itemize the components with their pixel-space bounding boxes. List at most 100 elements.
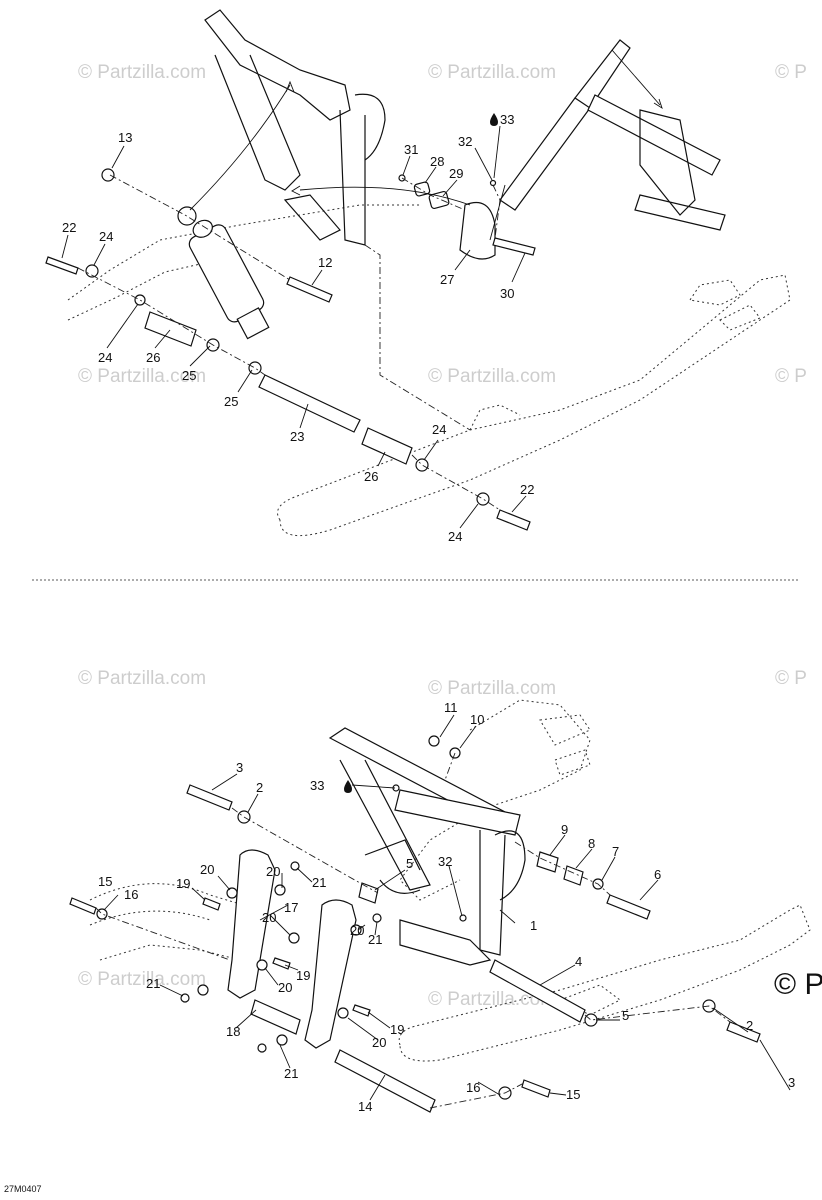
callout-labels: 13 22 24 12 24 26 25 25 23 26 24 22 24 3… [62, 112, 795, 1114]
washer-24d [476, 492, 490, 506]
bushing-5-top [358, 882, 379, 904]
arrow-head [285, 80, 295, 93]
bolt-22-bottom [496, 509, 531, 531]
nut-13 [101, 168, 115, 182]
callout-32: 32 [438, 854, 452, 869]
assembly-arrow [489, 184, 506, 241]
bushing-8 [563, 865, 584, 886]
callout-16: 16 [124, 887, 138, 902]
assembly-line [411, 454, 501, 511]
callout-13: 13 [118, 130, 132, 145]
washer-24a [85, 264, 99, 278]
watermark-partial: © P [775, 668, 807, 689]
washer-24c [415, 458, 429, 472]
shock-absorber [188, 219, 270, 340]
front-arm-brace [364, 839, 421, 894]
upper-arm-brace [283, 194, 341, 241]
axle-4 [489, 959, 586, 1023]
arrow-head [291, 185, 301, 196]
upper-arm-bracket [354, 93, 386, 161]
callout-2: 2 [746, 1018, 753, 1033]
axle-23 [258, 374, 361, 433]
callout-3: 3 [788, 1075, 795, 1090]
watermark: © Partzilla.com [428, 62, 556, 83]
watermark-partial: © P [775, 62, 807, 83]
watermark: © Partzilla.com [78, 969, 206, 990]
callout-22: 22 [62, 220, 76, 235]
assembly-line [364, 244, 471, 431]
front-arm-loop [494, 830, 526, 901]
callout-25: 25 [224, 394, 238, 409]
callout-27: 27 [440, 272, 454, 287]
bolt-19 [202, 897, 221, 911]
stopper-block [459, 201, 496, 260]
callout-7: 7 [612, 844, 619, 859]
watermark-partial-large: © P [774, 968, 822, 1001]
rail-windows [689, 279, 761, 331]
callout-26: 26 [364, 469, 378, 484]
upper-tube-right-end [574, 39, 631, 109]
watermark: © Partzilla.com [428, 678, 556, 699]
callout-21: 21 [146, 976, 160, 991]
rail-upper-windows [539, 714, 591, 776]
front-arm-base-bracket [399, 919, 492, 966]
watermark: © Partzilla.com [78, 366, 206, 387]
assembly-line [444, 752, 456, 781]
assembly-arrow [189, 84, 291, 211]
rail-left-lower [99, 944, 241, 961]
callout-9: 9 [561, 822, 568, 837]
nut-21 [257, 1043, 267, 1053]
watermark: © Partzilla.com [428, 366, 556, 387]
callout-8: 8 [588, 836, 595, 851]
assembly-line [109, 174, 291, 281]
callout-24: 24 [448, 529, 462, 544]
rail-upper [399, 699, 591, 901]
callout-20: 20 [262, 910, 276, 925]
bolt-3-top [186, 784, 233, 811]
axle-14 [334, 1049, 436, 1113]
spacer-18 [250, 999, 301, 1035]
bottom-assembly [69, 699, 811, 1113]
assembly-arrow [611, 49, 661, 106]
callout-19: 19 [176, 876, 190, 891]
bolt-6 [606, 894, 651, 920]
callout-16: 16 [466, 1080, 480, 1095]
spacer-26-bottom [361, 427, 413, 465]
callout-18: 18 [226, 1024, 240, 1039]
nut-11 [428, 735, 440, 747]
spacer-26-top [144, 311, 197, 347]
callout-31: 31 [404, 142, 418, 157]
assembly-line [401, 177, 466, 211]
upper-arm-left-tube [214, 54, 301, 191]
callout-6: 6 [654, 867, 661, 882]
assembly-line [514, 841, 611, 896]
callout-21: 21 [312, 875, 326, 890]
arrow-head [653, 98, 663, 110]
callout-10: 10 [470, 712, 484, 727]
callout-32: 32 [458, 134, 472, 149]
washer-20 [276, 1034, 288, 1046]
top-assembly [45, 9, 791, 537]
callout-20: 20 [200, 862, 214, 877]
bolt-22-top [45, 256, 79, 275]
front-arm-left-leg [339, 759, 431, 891]
callout-28: 28 [430, 154, 444, 169]
callout-29: 29 [449, 166, 463, 181]
bushing-28 [413, 181, 431, 197]
bolt-3-bottom [726, 1021, 761, 1043]
callout-3: 3 [236, 760, 243, 775]
callout-21: 21 [368, 932, 382, 947]
bolt-12 [286, 276, 333, 303]
bushing-9 [536, 851, 559, 873]
diagram-code: 27M0407 [4, 1184, 42, 1194]
upper-arm-right-tube [339, 109, 366, 246]
callout-5: 5 [622, 1008, 629, 1023]
callout-20: 20 [350, 923, 364, 938]
callout-21: 21 [284, 1066, 298, 1081]
callout-33: 33 [500, 112, 514, 127]
watermarks: © Partzilla.com © Partzilla.com © P © Pa… [78, 62, 822, 1010]
washer-20 [256, 959, 268, 971]
rail-lower-right [398, 904, 811, 1062]
